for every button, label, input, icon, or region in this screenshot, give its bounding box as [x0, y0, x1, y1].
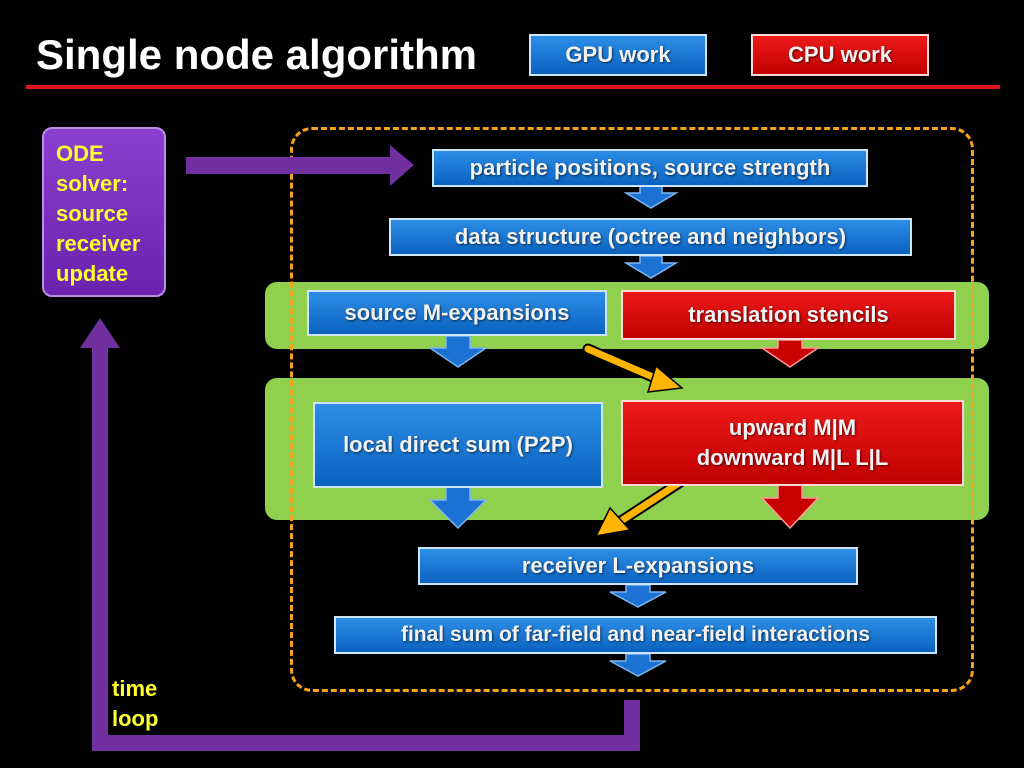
step-data-structure: data structure (octree and neighbors) [389, 218, 912, 256]
legend-gpu-work: GPU work [529, 34, 707, 76]
ode-line-1: ODE [56, 141, 104, 166]
time-loop-label: time loop [112, 674, 158, 734]
ode-solver-box: ODE solver: source receiver update [42, 127, 166, 297]
purple-time-loop-arrow [92, 344, 640, 751]
ode-line-5: update [56, 261, 129, 286]
red-down-arrow-2 [760, 483, 820, 530]
yellow-arrow-downward-to-receiver [594, 475, 688, 537]
ode-line-3: source [56, 201, 129, 226]
cpu-down-arrows [759, 339, 821, 530]
down-arrow-1 [623, 185, 679, 209]
down-arrow-6 [609, 653, 667, 677]
down-arrow-5 [609, 584, 667, 608]
upward-line: upward M|M [728, 415, 857, 440]
step-local-direct-sum: local direct sum (P2P) [313, 402, 603, 488]
ode-line-4: receiver [56, 231, 141, 256]
time-loop-line-1: time [112, 676, 158, 701]
single-node-boundary [290, 127, 974, 692]
legend-cpu-work: CPU work [751, 34, 929, 76]
down-arrow-2 [623, 255, 679, 279]
purple-arrow-to-pipeline [186, 145, 414, 186]
step-upward-downward: upward M|M downward M|L L|L [621, 400, 964, 486]
step-translation-stencils: translation stencils [621, 290, 956, 340]
step-receiver-l-expansions: receiver L-expansions [418, 547, 858, 585]
time-loop-line-2: loop [112, 706, 159, 731]
downward-line: downward M|L L|L [696, 445, 889, 470]
step-particle-positions: particle positions, source strength [432, 149, 868, 187]
title-underline [26, 85, 1000, 89]
ode-line-2: solver: [56, 171, 129, 196]
time-loop-arrowhead [80, 318, 120, 348]
down-arrow-3 [427, 335, 489, 368]
yellow-arrow-stencils-to-upward [582, 343, 684, 393]
gpu-down-arrows [427, 185, 679, 677]
step-final-sum: final sum of far-field and near-field in… [334, 616, 937, 654]
page-title: Single node algorithm [36, 31, 478, 78]
step-source-m-expansions: source M-expansions [307, 290, 607, 336]
red-down-arrow-1 [759, 339, 821, 368]
down-arrow-4 [428, 485, 488, 530]
